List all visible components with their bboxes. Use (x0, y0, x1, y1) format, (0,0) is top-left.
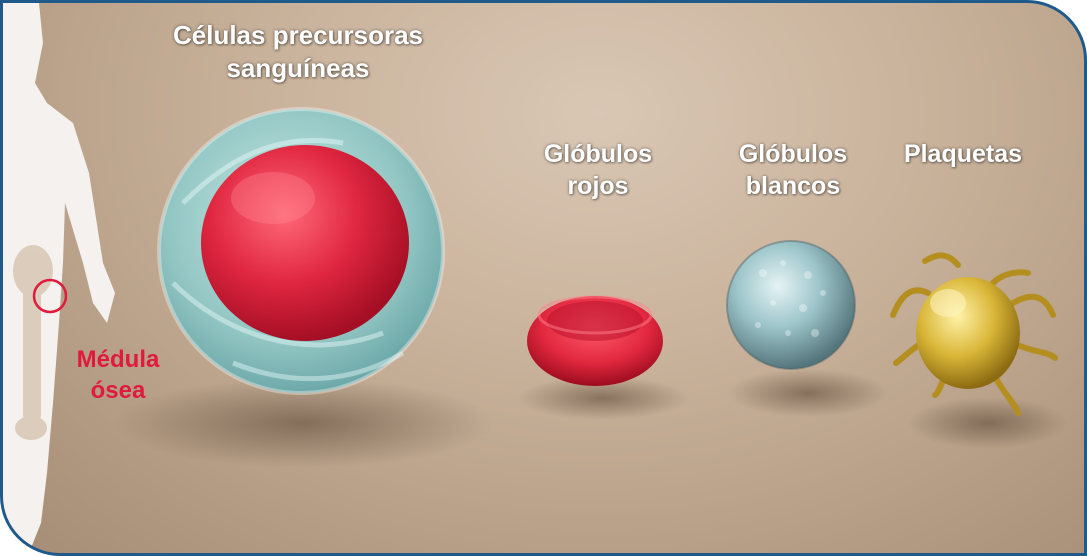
marrow-label-line2: ósea (90, 376, 146, 404)
bone-marrow-label: Médula ósea (63, 345, 173, 406)
marrow-highlight-circle (32, 278, 68, 314)
white-cells-label: Glóbulos blancos (713, 138, 873, 202)
precursor-label-line1: Células precursoras (172, 20, 423, 50)
red-label-line2: rojos (567, 172, 629, 200)
femur-bone (13, 245, 53, 440)
precursor-label-line2: sanguíneas (226, 53, 370, 84)
white-label-line2: blancos (745, 172, 841, 200)
red-label-line1: Glóbulos (543, 140, 653, 168)
red-blood-cell (527, 295, 663, 386)
platelets-label: Plaquetas (883, 138, 1043, 170)
platelets-label-line1: Plaquetas (903, 140, 1023, 168)
precursor-nucleus (201, 145, 409, 341)
red-cells-label: Glóbulos rojos (518, 138, 678, 202)
marrow-label-line1: Médula (76, 346, 160, 373)
white-label-line1: Glóbulos (738, 140, 848, 168)
precursor-cells-label: Células precursoras sanguíneas (143, 19, 453, 86)
platelet (890, 252, 1058, 416)
white-blood-cell (726, 240, 856, 370)
illustration (3, 3, 1068, 553)
